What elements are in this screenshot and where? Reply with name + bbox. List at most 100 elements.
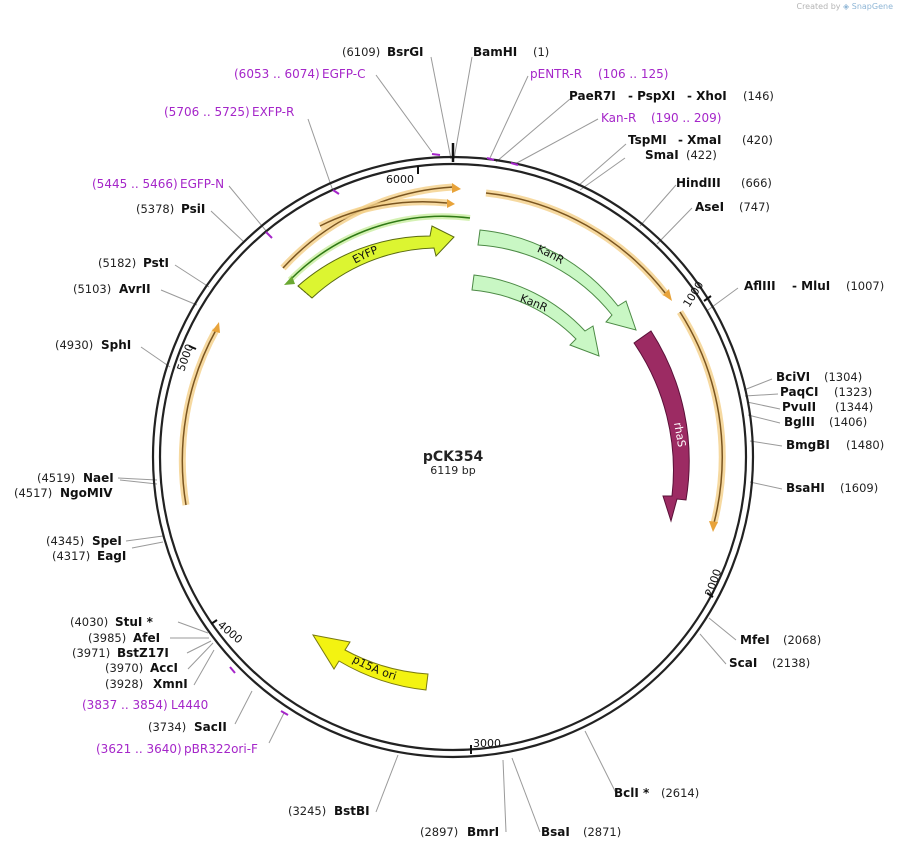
enzyme-afei[interactable]: AfeI [133,631,160,645]
enzyme-pos-bglii: (1406) [829,415,867,429]
enzyme-xmai[interactable]: - XmaI [678,133,721,147]
scale-ticks [188,166,714,754]
enzyme-pos-bmri: (2897) [420,825,458,839]
orf-eyfp-mid-arrow [447,199,455,208]
enzyme-bamhi[interactable]: BamHI [473,45,517,59]
orf-left-arrow [212,322,220,333]
enzyme-asei[interactable]: AseI [695,200,724,214]
enzyme-pos-acci: (3970) [105,661,143,675]
enzyme-pos-bstbi: (3245) [288,804,326,818]
enzyme-avrii[interactable]: AvrII [119,282,151,296]
enzyme-pos-asei: (747) [739,200,770,214]
feature-p15a-ori[interactable] [311,634,429,691]
enzyme-pos-mfei: (2068) [783,633,821,647]
primer-l4440[interactable]: L4440 [171,698,208,712]
primer-range-kan-r: (190 .. 209) [651,111,721,125]
enzyme-xhoi[interactable]: - XhoI [687,89,727,103]
primer-range-l4440: (3837 .. 3854) [82,698,168,712]
backbone-inner-strand [158,162,748,752]
primer-egfp-n[interactable]: EGFP-N [180,177,224,191]
credit-brand: SnapGene [851,2,893,11]
enzyme-pos-bcivi: (1304) [824,370,862,384]
enzyme-pos-eagi: (4317) [52,549,90,563]
plasmid-name: pCK354 [423,449,484,465]
enzyme-scai[interactable]: ScaI [729,656,757,670]
enzyme-pspxi[interactable]: - PspXI [628,89,675,103]
orf-eyfp-mid [319,200,448,227]
enzyme-bstbi[interactable]: BstBI [334,804,370,818]
enzyme-psii[interactable]: PsiI [181,202,205,216]
enzyme-pos-naei: (4519) [37,471,75,485]
enzyme-acci[interactable]: AccI [150,661,178,675]
primer-range-egfp-c: (6053 .. 6074) [234,67,320,81]
enzyme-pos-bsrgi: (6109) [342,45,380,59]
orf-green-arrow [284,276,295,285]
orf-green [289,215,471,281]
enzyme-paer7i[interactable]: PaeR7I [569,89,616,103]
credit-prefix: Created by [796,2,841,11]
enzyme-pos-stui: (4030) [70,615,108,629]
enzyme-pos-psti: (5182) [98,256,136,270]
enzyme-sacii[interactable]: SacII [194,720,227,734]
enzyme-ngomiv[interactable]: NgoMIV [60,486,113,500]
enzyme-spei[interactable]: SpeI [92,534,122,548]
enzyme-pos-paqci: (1323) [834,385,872,399]
feature-eyfp-truncation [297,285,313,299]
enzyme-pos-ngomiv: (4517) [14,486,52,500]
enzyme-pos-bmgbi: (1480) [846,438,884,452]
enzyme-psti[interactable]: PstI [143,256,169,270]
enzyme-bsahi[interactable]: BsaHI [786,481,825,495]
enzyme-pos-pvuii: (1344) [835,400,873,414]
tick-label-3000: 3000 [473,737,501,750]
primer-pentr-r[interactable]: pENTR-R [530,67,582,81]
enzyme-bcli[interactable]: BclI * [614,786,650,800]
enzyme-naei[interactable]: NaeI [83,471,114,485]
enzyme-smai[interactable]: SmaI [645,148,679,162]
enzyme-xmni[interactable]: XmnI [153,677,188,691]
feature-eyfp[interactable] [297,225,455,299]
feature-label-rhas: rhaS [671,421,688,448]
enzyme-bsrgi[interactable]: BsrGI [387,45,424,59]
primer-egfp-c[interactable]: EGFP-C [322,67,365,81]
enzyme-pos-avrii: (5103) [73,282,111,296]
tick-label-5000: 5000 [175,342,197,373]
enzyme-stui[interactable]: StuI * [115,615,154,629]
feature-kanr-1[interactable] [477,229,637,331]
primer-kan-r[interactable]: Kan-R [601,111,636,125]
enzyme-pos-smai: (422) [686,148,717,162]
snapgene-logo: ◈ [843,2,850,11]
enzyme-mfei[interactable]: MfeI [740,633,770,647]
enzyme-afliii[interactable]: AflIII [744,279,776,293]
enzyme-pos-bsahi: (1609) [840,481,878,495]
label-leader-lines [117,56,783,833]
enzyme-bcivi[interactable]: BciVI [776,370,810,384]
enzyme-pos-bamhi: (1) [533,45,549,59]
primer-range-pbr322ori-f: (3621 .. 3640) [96,742,182,756]
enzyme-pos-sacii: (3734) [148,720,186,734]
enzyme-eagi[interactable]: EagI [97,549,126,563]
tick-label-6000: 6000 [386,173,414,186]
feature-kanr-2[interactable] [471,274,600,357]
primer-pbr322ori-f[interactable]: pBR322ori-F [184,742,258,756]
primer-sites [229,153,519,716]
enzyme-bmgbi[interactable]: BmgBI [786,438,830,452]
enzyme-tspmi[interactable]: TspMI [628,133,667,147]
orf-kan-arrow [663,289,672,301]
enzyme-bglii[interactable]: BglII [784,415,815,429]
enzyme-bstz17i[interactable]: BstZ17I [117,646,169,660]
orf-left [181,329,217,506]
enzyme-bmri[interactable]: BmrI [467,825,499,839]
enzyme-hindiii[interactable]: HindIII [676,176,721,190]
enzyme-paqci[interactable]: PaqCI [780,385,818,399]
enzyme-bsai[interactable]: BsaI [541,825,570,839]
primer-exfp-r[interactable]: EXFP-R [252,105,294,119]
enzyme-pvuii[interactable]: PvuII [782,400,816,414]
enzyme-pos-tspmi: (420) [742,133,773,147]
enzyme-pos-paer7i: (146) [743,89,774,103]
enzyme-mlui[interactable]: - MluI [792,279,830,293]
enzyme-sphi[interactable]: SphI [101,338,131,352]
enzyme-pos-bstz17i: (3971) [72,646,110,660]
feature-rhas[interactable] [633,330,690,523]
enzyme-pos-sphi: (4930) [55,338,93,352]
